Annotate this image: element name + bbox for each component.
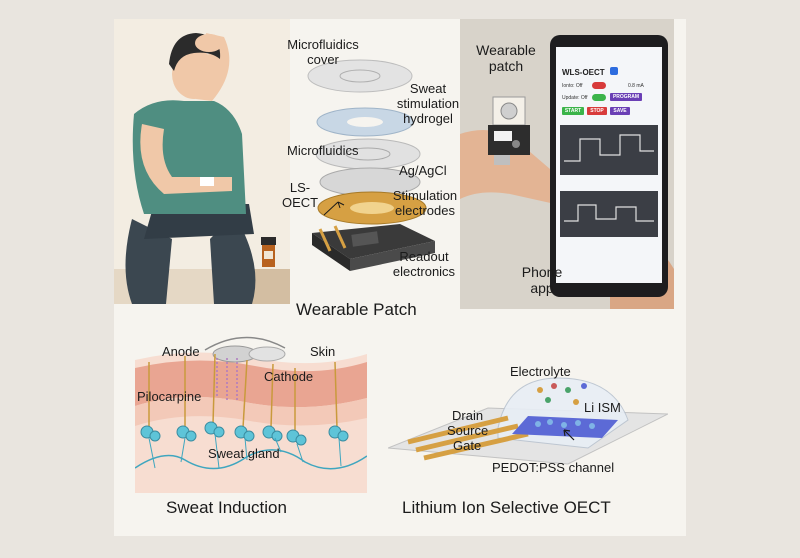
label-drain: Drain <box>452 408 484 423</box>
app-plot-top <box>560 125 658 175</box>
label-sweat-gland: Sweat gland <box>208 446 280 461</box>
app-row1-label: Ionto: Off <box>562 83 583 89</box>
start-button[interactable]: START <box>562 107 584 115</box>
label-microfluidics: Microfluidics <box>287 143 359 158</box>
patch-exploded-view <box>307 59 435 271</box>
label-electrolyte: Electrolyte <box>510 364 571 379</box>
label-gate: Gate <box>453 438 482 453</box>
sweat-induction-title: Sweat Induction <box>166 498 287 517</box>
bluetooth-icon <box>610 67 618 75</box>
app-title: WLS-OECT <box>562 68 605 77</box>
label-ls-oect: LS- OECT <box>282 180 319 210</box>
stop-button[interactable]: STOP <box>587 107 607 115</box>
oect-diagram <box>388 377 668 465</box>
label-pilocarpine: Pilocarpine <box>137 389 202 404</box>
wearable-patch-title: Wearable Patch <box>296 300 417 319</box>
sweat-induction-diagram <box>135 336 367 493</box>
label-stim-electrodes: Stimulation electrodes <box>392 188 458 218</box>
label-wearable-patch: Wearable patch <box>476 42 536 74</box>
label-microfluidics-cover: Microfluidics cover <box>287 37 359 67</box>
app-plot-bottom <box>560 191 658 237</box>
label-sweat-hydrogel: Sweat stimulation hydrogel <box>396 81 460 126</box>
app-row1-value: 0.8 mA <box>628 83 644 89</box>
layer-microfluidics-cover <box>307 59 413 93</box>
person-illustration <box>114 19 290 304</box>
app-row2-label: Update: Off <box>562 95 588 101</box>
label-ag-agcl: Ag/AgCl <box>399 163 447 178</box>
label-skin: Skin <box>310 344 336 359</box>
label-readout: Readout electronics <box>392 249 456 279</box>
program-button[interactable]: PROGRAM <box>610 93 642 101</box>
label-li-ism: Li ISM <box>584 400 621 415</box>
oect-title: Lithium Ion Selective OECT <box>402 498 611 517</box>
ionto-toggle[interactable] <box>592 82 606 89</box>
save-button[interactable]: SAVE <box>610 107 630 115</box>
label-pedot-channel: PEDOT:PSS channel <box>492 460 615 475</box>
label-cathode: Cathode <box>264 369 314 384</box>
label-source: Source <box>447 423 489 438</box>
phone-photo-panel: WLS-OECT Ionto: Off 0.8 mA Update: Off P… <box>460 19 674 309</box>
update-toggle[interactable] <box>592 94 606 101</box>
label-phone-app: Phone app <box>521 264 563 296</box>
label-anode: Anode <box>162 344 200 359</box>
